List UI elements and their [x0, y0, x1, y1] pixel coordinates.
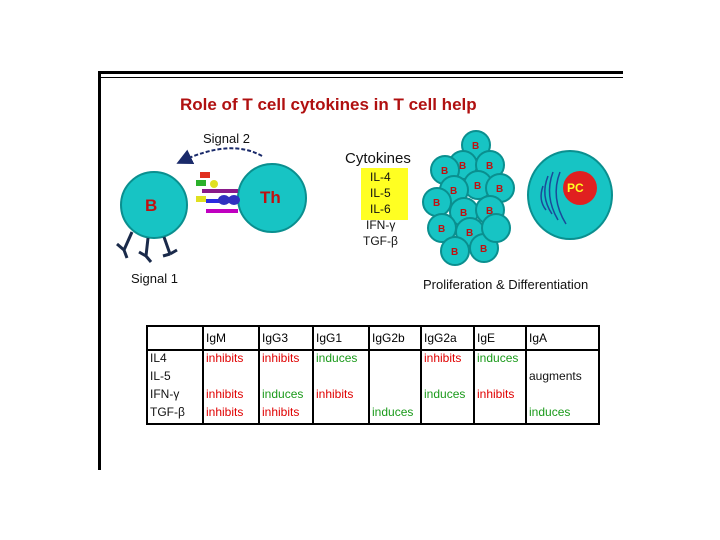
- plasma-cell-er: [540, 171, 567, 225]
- svg-text:B: B: [474, 181, 481, 192]
- b-cell: [120, 171, 188, 239]
- cytokine-highlight: [361, 168, 408, 220]
- cytokine-item: IL-6: [370, 202, 391, 216]
- b-cell-receptors: [116, 231, 178, 263]
- th-cell-label: Th: [260, 188, 281, 207]
- table-cell: [420, 405, 475, 425]
- table-cell: induces: [368, 405, 422, 425]
- svg-text:B: B: [472, 141, 479, 152]
- table-cell: inhibits: [420, 350, 475, 369]
- svg-text:B: B: [459, 161, 466, 172]
- b-cell-label: B: [145, 196, 158, 215]
- costim-molecules: [196, 172, 240, 213]
- table-cell: induces: [420, 387, 475, 405]
- table-row: IL4 inhibits inhibits induces inhibits i…: [146, 350, 600, 369]
- svg-text:B: B: [460, 208, 467, 219]
- svg-text:B: B: [466, 228, 473, 239]
- svg-text:B: B: [441, 166, 448, 177]
- table-header-cell: IgA: [525, 325, 600, 351]
- table-cell: augments: [525, 369, 600, 387]
- table-header-cell: IgG1: [312, 325, 370, 351]
- table-cell: [368, 350, 422, 369]
- signal2-arrow: [176, 147, 263, 165]
- svg-text:B: B: [451, 247, 458, 258]
- table-cell: inhibits: [202, 350, 260, 369]
- cytokine-item: TGF-β: [363, 234, 398, 248]
- signal1-label: Signal 1: [131, 271, 178, 286]
- plasma-cell-label: PC: [567, 181, 584, 195]
- table-cell: [202, 369, 260, 387]
- table-header-cell: IgM: [202, 325, 260, 351]
- table-cell: [473, 369, 527, 387]
- svg-text:B: B: [450, 186, 457, 197]
- table-cell: inhibits: [312, 387, 370, 405]
- table-cell: [368, 387, 422, 405]
- slide-title: Role of T cell cytokines in T cell help: [180, 95, 477, 114]
- svg-text:B: B: [480, 244, 487, 255]
- table-cell: [525, 387, 600, 405]
- row-label: IL-5: [146, 369, 204, 387]
- plasma-cell-nucleus: [563, 171, 597, 205]
- svg-text:B: B: [486, 206, 493, 217]
- table-cell: [312, 405, 370, 425]
- table-cell: induces: [473, 350, 527, 369]
- table-row: TGF-β inhibits inhibits induces induces: [146, 405, 600, 425]
- cytokine-item: IFN-γ: [366, 218, 396, 232]
- table-cell: [473, 405, 527, 425]
- svg-text:B: B: [486, 161, 493, 172]
- proliferation-label: Proliferation & Differentiation: [423, 277, 589, 292]
- table-header-cell: IgG3: [258, 325, 314, 351]
- table-header-row: IgM IgG3 IgG1 IgG2b IgG2a IgE IgA: [146, 325, 600, 351]
- table-header-cell: [146, 325, 204, 351]
- b-cell-cluster: [422, 130, 515, 266]
- table-cell: [525, 350, 600, 369]
- table-cell: inhibits: [258, 350, 314, 369]
- svg-text:B: B: [433, 198, 440, 209]
- cytokine-item: IL-5: [370, 186, 391, 200]
- table-cell: inhibits: [473, 387, 527, 405]
- top-rule: [98, 71, 623, 74]
- table-cell: induces: [258, 387, 314, 405]
- table-header-cell: IgG2b: [368, 325, 422, 351]
- svg-text:B: B: [496, 184, 503, 195]
- svg-text:B: B: [438, 224, 445, 235]
- row-label: TGF-β: [146, 405, 204, 425]
- table-row: IFN-γ inhibits induces inhibits induces …: [146, 387, 600, 405]
- row-label: IFN-γ: [146, 387, 204, 405]
- left-rule: [98, 71, 101, 470]
- table-cell: [368, 369, 422, 387]
- table-row: IL-5 augments: [146, 369, 600, 387]
- top-rule-thin: [98, 77, 623, 78]
- row-label: IL4: [146, 350, 204, 369]
- table-cell: [420, 369, 475, 387]
- table-cell: inhibits: [258, 405, 314, 425]
- table-cell: inhibits: [202, 387, 260, 405]
- table-header-cell: IgE: [473, 325, 527, 351]
- table-cell: induces: [525, 405, 600, 425]
- table-cell: [258, 369, 314, 387]
- isotype-table: IgM IgG3 IgG1 IgG2b IgG2a IgE IgA IL4 in…: [146, 325, 600, 425]
- table-header-cell: IgG2a: [420, 325, 475, 351]
- b-cell-cluster-labels: B B B B B B B B B B B B B B: [433, 141, 503, 258]
- signal2-label: Signal 2: [203, 131, 250, 146]
- cytokines-heading: Cytokines: [345, 150, 411, 167]
- table-cell: [312, 369, 370, 387]
- table-cell: induces: [312, 350, 370, 369]
- table-cell: inhibits: [202, 405, 260, 425]
- cytokine-item: IL-4: [370, 170, 391, 184]
